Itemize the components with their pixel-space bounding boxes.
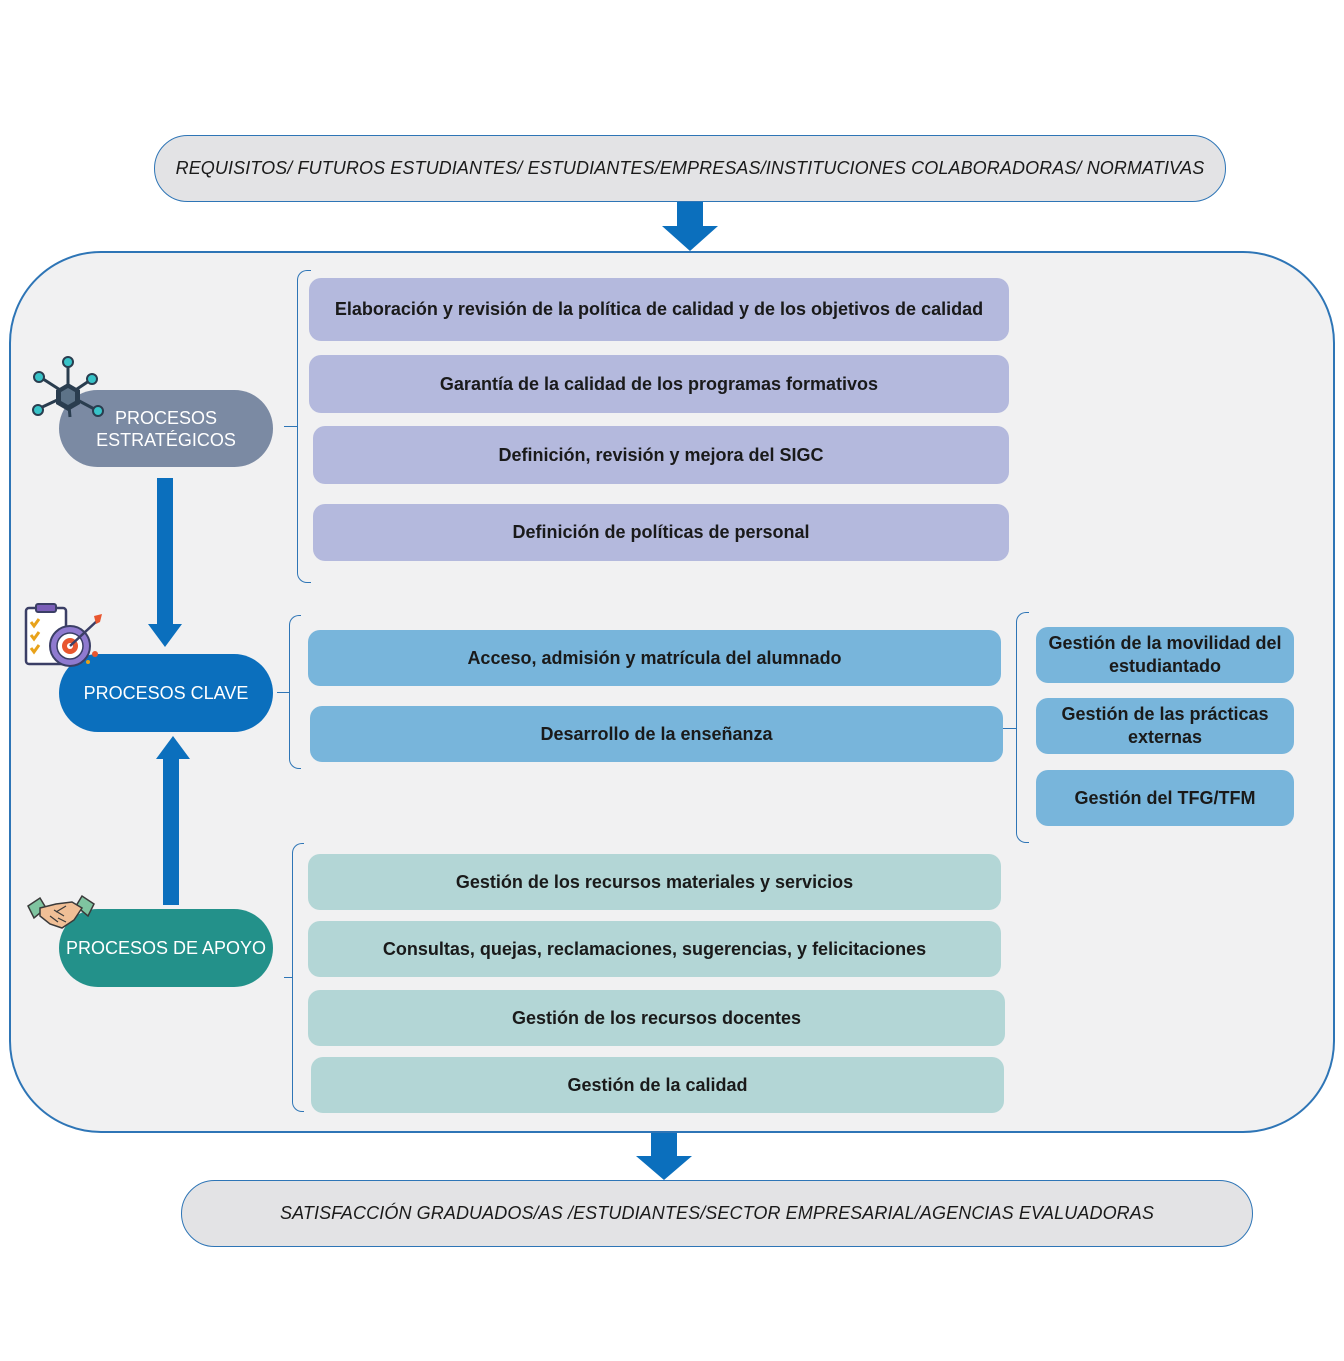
outputs-banner: SATISFACCIÓN GRADUADOS/AS /ESTUDIANTES/S… bbox=[181, 1180, 1253, 1247]
down-arrow-top bbox=[662, 202, 718, 251]
inputs-banner: REQUISITOS/ FUTUROS ESTUDIANTES/ ESTUDIA… bbox=[154, 135, 1226, 202]
support-item: Consultas, quejas, reclamaciones, sugere… bbox=[308, 921, 1001, 977]
support-item: Gestión de la calidad bbox=[311, 1057, 1004, 1113]
strategic-item: Elaboración y revisión de la política de… bbox=[309, 278, 1009, 341]
strategic-item: Definición, revisión y mejora del SIGC bbox=[313, 426, 1009, 484]
strategic-process-label: PROCESOS ESTRATÉGICOS bbox=[96, 407, 236, 450]
key-sub-item: Gestión del TFG/TFM bbox=[1036, 770, 1294, 826]
key-brace bbox=[289, 615, 301, 769]
key-process-pill: PROCESOS CLAVE bbox=[59, 654, 273, 732]
target-checklist-icon bbox=[24, 603, 102, 667]
key-sub-item: Gestión de las prácticas externas bbox=[1036, 698, 1294, 754]
key-sub-brace bbox=[1016, 612, 1029, 843]
key-item: Acceso, admisión y matrícula del alumnad… bbox=[308, 630, 1001, 686]
strategic-process-pill: PROCESOS ESTRATÉGICOS bbox=[59, 390, 273, 467]
support-process-label: PROCESOS DE APOYO bbox=[65, 938, 267, 958]
strategic-item: Garantía de la calidad de los programas … bbox=[309, 355, 1009, 413]
key-process-label: PROCESOS CLAVE bbox=[83, 683, 249, 703]
inputs-label: REQUISITOS/ FUTUROS ESTUDIANTES/ ESTUDIA… bbox=[175, 158, 1205, 178]
key-item: Desarrollo de la enseñanza bbox=[310, 706, 1003, 762]
down-arrow-bottom bbox=[636, 1133, 692, 1180]
down-arrow-strategic-to-key bbox=[148, 478, 182, 647]
support-item: Gestión de los recursos docentes bbox=[308, 990, 1005, 1046]
strategic-item: Definición de políticas de personal bbox=[313, 504, 1009, 561]
outputs-label: SATISFACCIÓN GRADUADOS/AS /ESTUDIANTES/S… bbox=[280, 1203, 1154, 1223]
key-sub-item: Gestión de la movilidad del estudiantado bbox=[1036, 627, 1294, 683]
support-process-pill: PROCESOS DE APOYO bbox=[59, 909, 273, 987]
handshake-icon bbox=[27, 894, 95, 929]
network-hub-icon bbox=[32, 356, 104, 418]
up-arrow-support-to-key bbox=[156, 736, 190, 905]
support-brace bbox=[292, 843, 304, 1112]
support-item: Gestión de los recursos materiales y ser… bbox=[308, 854, 1001, 910]
